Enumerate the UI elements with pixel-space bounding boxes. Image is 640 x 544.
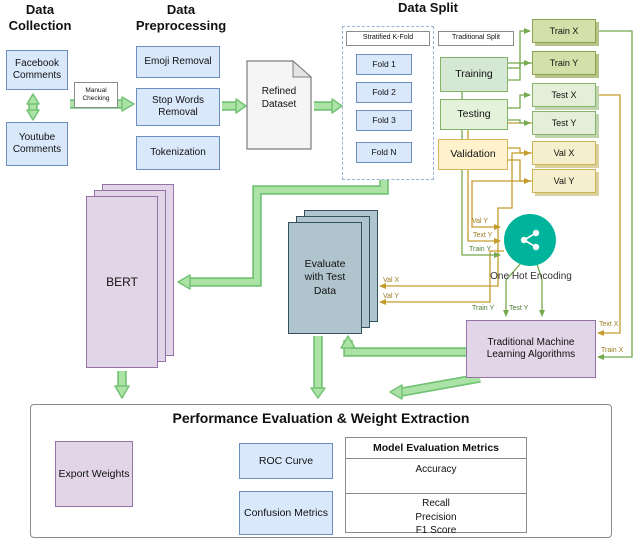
node-stop-words-removal: Stop Words Removal <box>136 88 220 126</box>
heading-data-preprocessing: Data Preprocessing <box>135 2 227 33</box>
edge-label-tradml-test-y: Test Y <box>509 305 529 312</box>
node-traditional-ml: Traditional Machine Learning Algorithms <box>466 320 596 378</box>
label-traditional-split: Traditional Split <box>438 31 514 46</box>
performance-section: Performance Evaluation & Weight Extracti… <box>30 404 612 538</box>
node-val-x: Val X <box>532 141 596 165</box>
node-train-y: Train Y <box>532 51 596 75</box>
node-val-y: Val Y <box>532 169 596 193</box>
node-fold-3: Fold 3 <box>356 110 412 131</box>
document-shape-icon <box>246 60 312 150</box>
node-youtube-comments: Youtube Comments <box>6 122 68 166</box>
heading-performance: Performance Evaluation & Weight Extracti… <box>172 410 470 426</box>
node-testing: Testing <box>440 99 508 130</box>
node-refined-dataset: Refined Dataset <box>246 60 312 150</box>
node-validation: Validation <box>438 139 508 170</box>
edge-label-evaluate-val-y: Val Y <box>383 293 400 300</box>
node-tokenization: Tokenization <box>136 136 220 170</box>
edge-label-onehot-train-y: Train Y <box>469 246 492 253</box>
node-test-x: Test X <box>532 83 596 107</box>
edge-label-evaluate-val-x: Val X <box>383 277 400 284</box>
edge-label-tradml-text-x: Text X <box>599 321 619 328</box>
node-confusion-metrics: Confusion Metrics <box>239 491 333 535</box>
node-training: Training <box>440 57 508 92</box>
edge-label-onehot-text-y: Text Y <box>473 232 493 239</box>
edge-label-onehot-val-y: Val Y <box>472 218 489 225</box>
metrics-table: Model Evaluation Metrics Accuracy Recall… <box>345 437 527 536</box>
node-evaluate-stack: Evaluate with Test Data <box>288 210 380 336</box>
node-one-hot-encoding <box>504 214 556 266</box>
one-hot-encoding-label: One Hot Encoding <box>490 271 572 282</box>
node-export-weights: Export Weights <box>55 441 133 507</box>
node-train-x: Train X <box>532 19 596 43</box>
metrics-precision: Precision <box>415 511 457 523</box>
evaluate-front-layer: Evaluate with Test Data <box>288 222 362 334</box>
metrics-row-accuracy: Accuracy <box>346 459 526 494</box>
metrics-row-secondary: Recall Precision F1 Score <box>346 494 526 541</box>
node-fold-n: Fold N <box>356 142 412 163</box>
refined-dataset-label: Refined Dataset <box>261 86 297 110</box>
heading-data-split: Data Split <box>398 0 458 15</box>
metrics-recall: Recall <box>422 498 450 509</box>
node-test-y: Test Y <box>532 111 596 135</box>
share-network-icon <box>520 229 540 251</box>
node-roc-curve: ROC Curve <box>239 443 333 479</box>
kfold-group-container <box>342 26 434 180</box>
edge-label-tradml-train-x: Train X <box>601 347 624 354</box>
edge-label-tradml-train-y: Train Y <box>472 305 495 312</box>
node-fold-1: Fold 1 <box>356 54 412 75</box>
metrics-f1-score: F1 Score <box>415 525 457 536</box>
node-fold-2: Fold 2 <box>356 82 412 103</box>
node-facebook-comments: Facebook Comments <box>6 50 68 90</box>
heading-data-collection: Data Collection <box>8 2 72 33</box>
node-bert-stack: BERT <box>86 184 176 372</box>
node-emoji-removal: Emoji Removal <box>136 46 220 78</box>
label-stratified-kfold: Stratified K-Fold <box>346 31 430 46</box>
bert-front-layer: BERT <box>86 196 158 368</box>
node-manual-checking: Manual Checking <box>74 82 118 108</box>
metrics-table-header: Model Evaluation Metrics <box>346 438 526 459</box>
